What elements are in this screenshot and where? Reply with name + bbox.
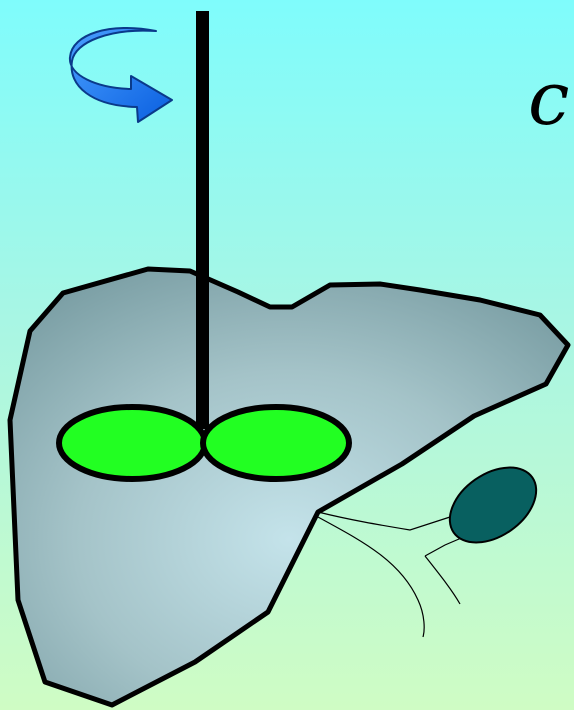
bile-ducts — [318, 512, 466, 637]
rotation-arrow-icon — [70, 28, 172, 122]
blade-left — [59, 407, 205, 479]
blade-right — [203, 407, 349, 479]
title-fragment: c — [528, 62, 569, 136]
shaft — [196, 11, 209, 429]
